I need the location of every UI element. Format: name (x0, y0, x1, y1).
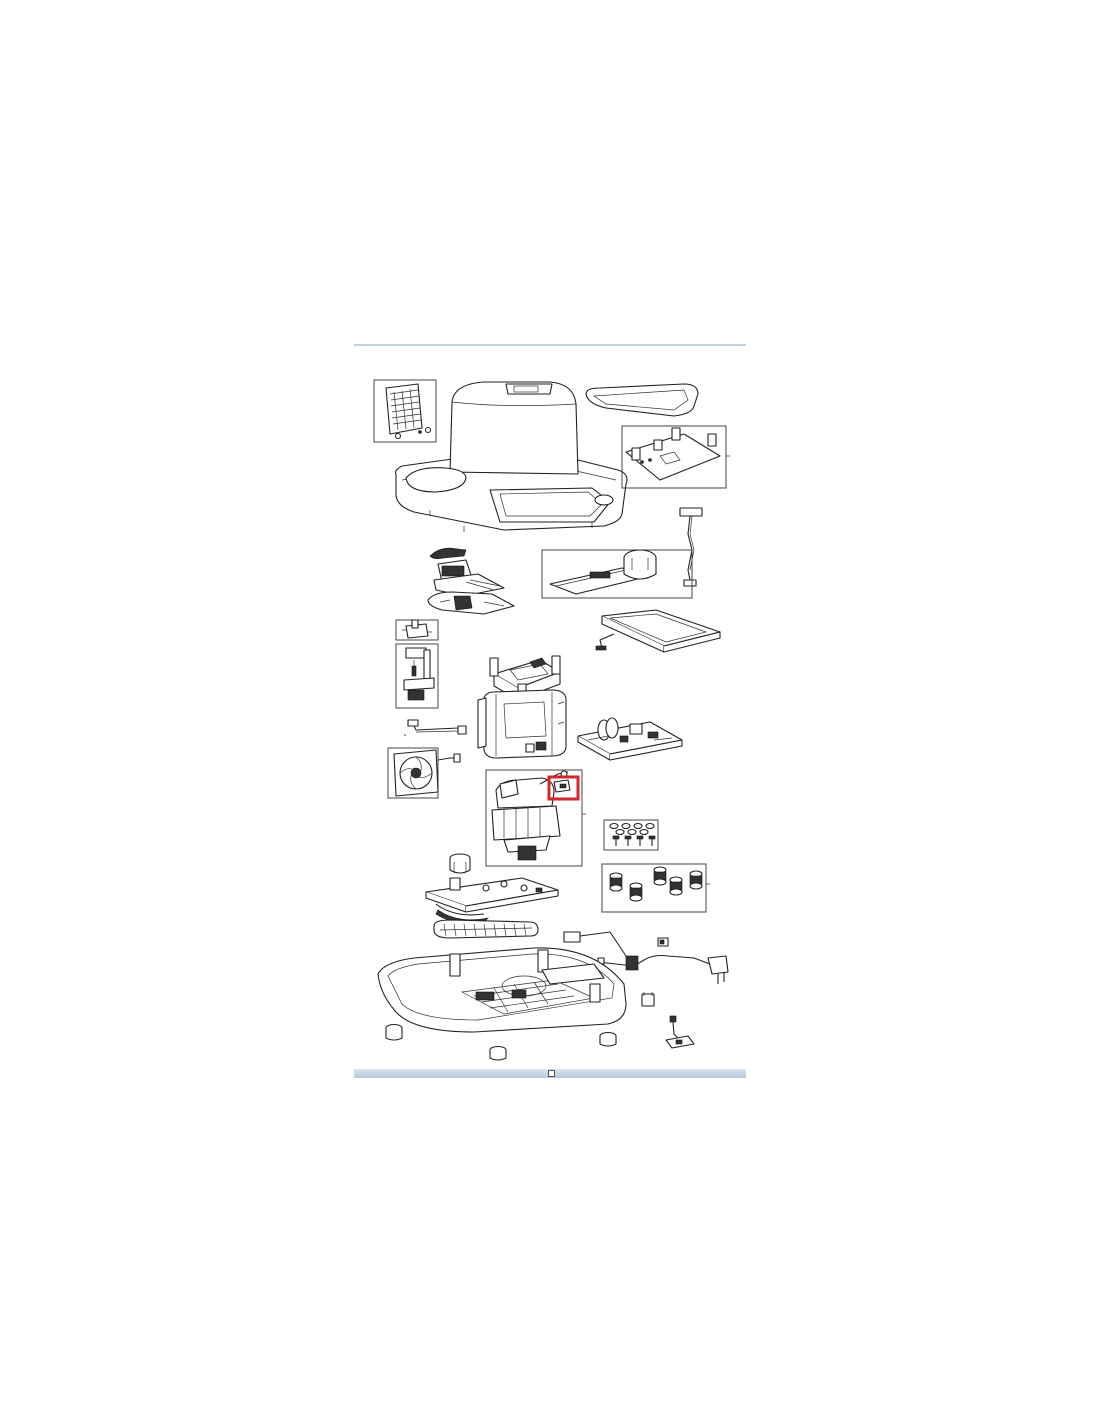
part-power-cord[interactable] (563, 931, 729, 984)
part-selector-assembly[interactable] (427, 547, 515, 615)
part-drive-coupling[interactable] (449, 853, 471, 874)
part-control-board[interactable] (541, 549, 696, 599)
top-divider (354, 344, 746, 346)
part-top-cover-pad[interactable] (585, 383, 699, 417)
part-motor[interactable] (485, 769, 586, 867)
part-power-board[interactable] (577, 717, 683, 761)
part-upper-housing[interactable] (395, 381, 628, 532)
part-display-panel[interactable] (595, 609, 721, 653)
diagram-canvas (373, 379, 730, 1061)
part-scale-plate[interactable] (621, 425, 730, 489)
part-drive-belt[interactable] (433, 919, 539, 939)
exploded-parts-diagram (354, 344, 746, 1078)
horizontal-scrollbar[interactable] (354, 1069, 746, 1078)
part-safety-switch[interactable] (395, 643, 439, 709)
part-rubber-feet[interactable] (385, 1023, 617, 1061)
part-screws-washers[interactable] (603, 819, 659, 851)
scroll-thumb[interactable] (548, 1070, 555, 1077)
part-rubber-dampers[interactable] (601, 863, 710, 913)
part-filter-grille[interactable] (373, 379, 437, 443)
part-base-housing[interactable] (377, 947, 627, 1033)
part-lid-sensor[interactable] (641, 992, 695, 1049)
part-fan-cable[interactable] (403, 719, 467, 737)
part-drive-plate[interactable] (425, 877, 559, 924)
part-sensor-cable[interactable] (679, 507, 703, 587)
part-motor-duct[interactable] (477, 689, 567, 759)
part-micro-switch[interactable] (395, 619, 439, 641)
part-cooling-fan[interactable] (387, 747, 461, 799)
highlight-frame (547, 775, 580, 801)
